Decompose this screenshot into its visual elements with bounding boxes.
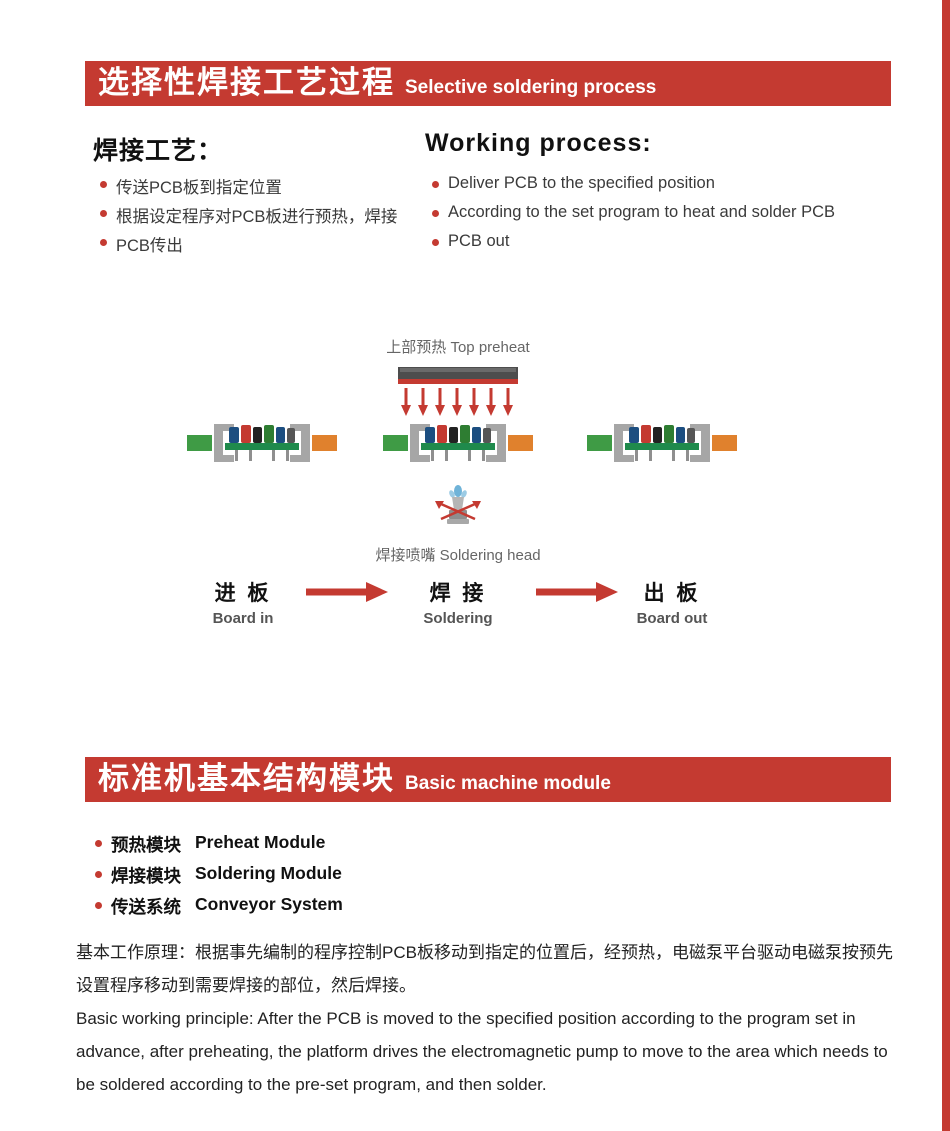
module-item-preheat: 预热模块 Preheat Module [95, 832, 325, 857]
top-preheat-label: 上部预热 Top preheat [386, 339, 530, 356]
top-preheater-icon [398, 367, 518, 417]
flow-arrow-icon [536, 582, 618, 602]
stage-soldering-zh: 焊 接 [429, 582, 487, 605]
stage-board-out-en: Board out [636, 610, 708, 627]
module-name-en: Preheat Module [195, 832, 326, 852]
section-title-en: Selective soldering process [405, 77, 657, 98]
welding-process-heading-zh: 焊接工艺： [93, 137, 224, 165]
bullet-dot [100, 210, 107, 217]
process-step-text: PCB传出 [116, 237, 183, 255]
pcb-board-out-illustration [587, 416, 737, 470]
stage-board-in-zh: 进 板 [214, 582, 272, 605]
bullet-dot [432, 181, 439, 188]
bullet-dot [95, 902, 102, 909]
pcb-board-in-illustration [187, 416, 337, 470]
section-header-basic-machine-module: 标准机基本结构模块 Basic machine module [85, 757, 891, 802]
soldering-nozzle-icon [435, 484, 481, 534]
module-name-zh: 预热模块 [111, 835, 181, 855]
module-name-en: Soldering Module [195, 863, 342, 883]
pcb-soldering-illustration [383, 416, 533, 470]
process-step-zh-2: 根据设定程序对PCB板进行预热，焊接 [100, 203, 397, 227]
bullet-dot [100, 181, 107, 188]
section-header-selective-soldering: 选择性焊接工艺过程 Selective soldering process [85, 61, 891, 106]
bullet-dot [432, 239, 439, 246]
bullet-dot [100, 239, 107, 246]
module-item-conveyor: 传送系统 Conveyor System [95, 894, 343, 919]
section-title-zh: 选择性焊接工艺过程 [98, 65, 395, 100]
module-name-en: Conveyor System [195, 894, 343, 914]
soldering-head-label: 焊接喷嘴 Soldering head [375, 547, 541, 564]
process-step-text: Deliver PCB to the specified position [448, 174, 715, 192]
module-name-zh: 传送系统 [111, 897, 181, 917]
process-step-zh-3: PCB传出 [100, 232, 183, 256]
process-step-en-3: PCB out [432, 232, 509, 251]
process-step-en-2: According to the set program to heat and… [432, 203, 835, 222]
working-principle-en: Basic working principle: After the PCB i… [76, 1009, 888, 1094]
bullet-dot [95, 871, 102, 878]
process-step-en-1: Deliver PCB to the specified position [432, 174, 715, 193]
process-step-text: PCB out [448, 232, 510, 250]
working-principle-text: 基本工作原理：根据事先编制的程序控制PCB板移动到指定的位置后，经预热，电磁泵平… [76, 936, 896, 1101]
process-step-text: 传送PCB板到指定位置 [116, 179, 282, 197]
module-name-zh: 焊接模块 [111, 866, 181, 886]
stage-soldering-en: Soldering [423, 610, 493, 627]
working-principle-zh: 基本工作原理：根据事先编制的程序控制PCB板移动到指定的位置后，经预热，电磁泵平… [76, 943, 893, 995]
bullet-dot [432, 210, 439, 217]
flow-arrow-icon [306, 582, 388, 602]
section-title-zh: 标准机基本结构模块 [98, 761, 395, 796]
working-process-heading-en: Working process: [425, 129, 652, 157]
process-step-text: 根据设定程序对PCB板进行预热，焊接 [116, 208, 398, 226]
bullet-dot [95, 840, 102, 847]
module-item-soldering: 焊接模块 Soldering Module [95, 863, 342, 888]
stage-board-in-en: Board in [212, 610, 274, 627]
page-edge-accent-stripe [942, 0, 950, 1131]
process-step-text: According to the set program to heat and… [448, 203, 836, 221]
process-step-zh-1: 传送PCB板到指定位置 [100, 174, 282, 198]
section-title-en: Basic machine module [405, 773, 611, 794]
stage-board-out-zh: 出 板 [643, 582, 701, 605]
